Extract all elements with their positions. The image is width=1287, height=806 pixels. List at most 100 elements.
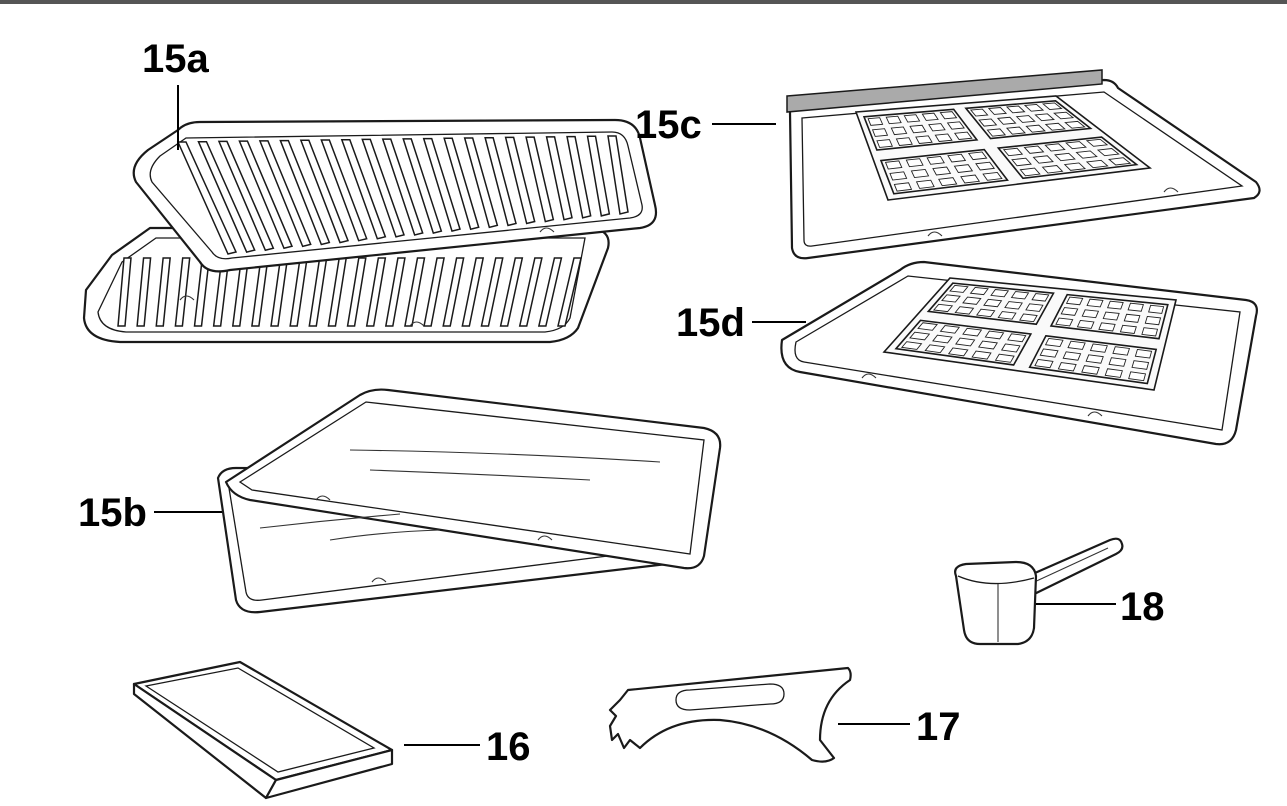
waffle-cell: [928, 123, 946, 132]
waffle-cell: [932, 166, 952, 176]
waffle-cell: [1064, 120, 1086, 129]
grill-rib: [299, 139, 350, 244]
waffle-cell: [932, 303, 954, 313]
waffle-cell: [1039, 348, 1059, 358]
waffle-cell: [962, 327, 983, 337]
waffle-cell: [1065, 296, 1084, 306]
waffle-cell: [1106, 300, 1124, 310]
grill-rib: [607, 135, 629, 215]
waffle-grid-c: [854, 95, 1153, 201]
waffle-cell: [1004, 301, 1023, 310]
waffle-cell: [983, 298, 1003, 308]
surface-sheen: [369, 469, 591, 481]
waffle-cell: [1054, 152, 1076, 162]
grill-rib: [384, 257, 406, 327]
waffle-cell: [1044, 143, 1066, 152]
waffle-cell: [909, 124, 927, 134]
label-15a: 15a: [142, 37, 209, 81]
grill-rib: [238, 140, 294, 250]
waffle-cell: [1023, 145, 1045, 154]
scraper-body: [608, 666, 852, 763]
waffle-cell: [926, 155, 945, 165]
waffle-cell: [885, 115, 902, 125]
waffle-cell: [917, 322, 938, 331]
label-17: 17: [916, 705, 961, 749]
drip-tray-front: [264, 748, 394, 800]
waffle-cell: [982, 171, 1003, 181]
waffle-cell: [953, 164, 974, 173]
grill-rib: [365, 257, 387, 327]
grill-rib: [423, 257, 445, 327]
waffle-plate-d-rim: [794, 275, 1241, 431]
scraper-slot: [675, 683, 785, 711]
waffle-cell: [921, 112, 939, 121]
waffle-cell: [905, 158, 924, 168]
grill-rib: [443, 137, 480, 231]
label-15b: 15b: [78, 491, 147, 535]
grill-rib: [480, 257, 504, 327]
waffle-plate-15d: [780, 260, 1258, 446]
waffle-cell: [939, 325, 961, 334]
waffle-cell: [1112, 346, 1131, 356]
grill-plate-15a: [82, 118, 658, 344]
waffle-cell: [909, 331, 931, 341]
waffle-cell: [1081, 309, 1100, 319]
cup-handle-groove: [1029, 547, 1109, 585]
waffle-cell: [1102, 311, 1120, 321]
plate-notch: [179, 295, 195, 301]
waffle-cell: [946, 121, 965, 130]
grill-rib: [484, 136, 517, 227]
drip-tray-16: [132, 660, 394, 800]
label-18: 18: [1120, 585, 1165, 629]
waffle-cell: [932, 334, 953, 344]
waffle-cell: [1015, 115, 1036, 123]
waffle-cell: [1005, 105, 1026, 114]
waffle-cell: [1148, 304, 1165, 314]
waffle-cell: [947, 347, 969, 357]
waffle-cell: [867, 117, 884, 126]
waffle-cell: [1041, 165, 1064, 174]
grill-rib: [557, 257, 582, 327]
waffle-cell: [997, 311, 1017, 320]
waffle-cell: [1019, 313, 1038, 323]
waffle-cell: [962, 296, 982, 305]
flat-plate-upper-rim: [238, 401, 705, 555]
waffle-cell: [871, 128, 889, 137]
waffle-cell: [939, 111, 958, 120]
waffle-cell: [1044, 122, 1066, 131]
grill-rib: [320, 139, 368, 242]
grill-rib: [499, 257, 524, 327]
grill-rib: [217, 140, 275, 252]
waffle-cell: [971, 350, 992, 360]
waffle-cell: [938, 177, 958, 187]
flat-plate-lower-rim: [227, 481, 689, 601]
waffle-cell: [1034, 113, 1056, 122]
waffle-cell: [1141, 327, 1159, 337]
cup-body: [954, 560, 1038, 646]
waffle-cell: [978, 118, 998, 127]
grill-rib: [197, 140, 256, 253]
scraper-17: [608, 666, 852, 763]
grill-rib: [518, 257, 543, 327]
waffle-cell: [934, 133, 953, 142]
plate-notch: [927, 231, 943, 237]
waffle-cell: [1075, 150, 1098, 159]
waffle-cell: [1144, 315, 1162, 326]
waffle-cell: [1007, 333, 1027, 343]
waffle-cell: [986, 128, 1007, 137]
plate-notch: [315, 495, 331, 501]
waffle-cell: [1127, 302, 1144, 312]
grill-rib: [404, 257, 426, 327]
waffle-cell: [941, 294, 961, 303]
waffle-cell: [915, 135, 933, 144]
waffle-cell: [955, 337, 976, 347]
grill-rib: [422, 137, 461, 233]
grill-rib: [258, 140, 312, 248]
waffle-cell: [969, 108, 989, 117]
plate-notch: [371, 577, 387, 583]
waffle-cell: [1128, 371, 1147, 382]
grill-rib: [155, 257, 171, 327]
waffle-cell: [893, 182, 913, 192]
waffle-cell: [996, 116, 1017, 125]
